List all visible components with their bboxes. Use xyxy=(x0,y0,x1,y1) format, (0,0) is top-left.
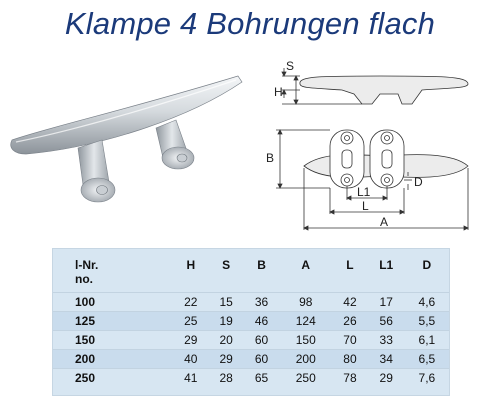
table-cell: 29 xyxy=(208,349,244,369)
table-cell: 60 xyxy=(243,330,280,350)
table-cell: 26 xyxy=(332,311,368,331)
table-cell: 56 xyxy=(367,311,405,331)
table-cell: 19 xyxy=(208,311,244,331)
header-d: D xyxy=(422,258,432,272)
table-cell: 33 xyxy=(367,330,405,350)
row-article-number: 200 xyxy=(53,349,174,369)
table-cell: 80 xyxy=(332,349,368,369)
row-article-number: 100 xyxy=(53,292,174,312)
table-cell: 15 xyxy=(208,292,244,312)
header-article-number: l-Nr. no. xyxy=(75,258,99,286)
table-cell: 42 xyxy=(332,292,368,312)
row-article-number: 150 xyxy=(53,330,174,350)
header-l1: L1 xyxy=(379,258,394,272)
header-h: H xyxy=(186,258,196,272)
header-b: B xyxy=(257,258,266,272)
cleat-product-image xyxy=(10,75,243,203)
dim-label-h: H xyxy=(274,85,283,99)
table-cell: 150 xyxy=(279,330,333,350)
table-cell: 29 xyxy=(367,368,405,387)
table-row: 250 41 28 65 250 78 29 7,6 xyxy=(53,368,449,387)
table-cell: 6,1 xyxy=(404,330,449,350)
table-row: 200 40 29 60 200 80 34 6,5 xyxy=(53,349,449,369)
table-row: 100 22 15 36 98 42 17 4,6 xyxy=(53,292,449,312)
header-s: S xyxy=(222,258,231,272)
table-cell: 28 xyxy=(208,368,244,387)
table-cell: 36 xyxy=(243,292,280,312)
table-cell: 5,5 xyxy=(404,311,449,331)
spec-table: l-Nr. no. H S B A L L1 D 100 22 15 36 98… xyxy=(53,249,449,387)
spec-table-panel: l-Nr. no. H S B A L L1 D 100 22 15 36 98… xyxy=(52,248,450,396)
technical-drawing: S H B L1 L A D xyxy=(266,59,469,231)
dim-label-s: S xyxy=(286,59,294,73)
table-header-row: l-Nr. no. H S B A L L1 D xyxy=(53,249,449,293)
table-cell: 6,5 xyxy=(404,349,449,369)
table-cell: 78 xyxy=(332,368,368,387)
table-cell: 250 xyxy=(279,368,333,387)
table-cell: 25 xyxy=(173,311,209,331)
table-cell: 60 xyxy=(243,349,280,369)
table-cell: 98 xyxy=(279,292,333,312)
table-cell: 40 xyxy=(173,349,209,369)
dim-label-a: A xyxy=(380,215,388,229)
dim-label-d: D xyxy=(414,175,423,189)
table-cell: 17 xyxy=(367,292,405,312)
table-cell: 65 xyxy=(243,368,280,387)
dim-label-b: B xyxy=(266,151,274,165)
table-cell: 46 xyxy=(243,311,280,331)
table-cell: 200 xyxy=(279,349,333,369)
row-article-number: 125 xyxy=(53,311,174,331)
table-cell: 7,6 xyxy=(404,368,449,387)
table-cell: 41 xyxy=(173,368,209,387)
table-cell: 22 xyxy=(173,292,209,312)
table-cell: 124 xyxy=(279,311,333,331)
row-article-number: 250 xyxy=(53,368,174,387)
dim-label-l: L xyxy=(362,199,369,213)
table-cell: 34 xyxy=(367,349,405,369)
page-title: Klampe 4 Bohrungen flach xyxy=(64,6,436,41)
table-cell: 70 xyxy=(332,330,368,350)
dim-label-l1: L1 xyxy=(357,185,371,199)
table-cell: 20 xyxy=(208,330,244,350)
header-a: A xyxy=(301,258,311,272)
table-row: 150 29 20 60 150 70 33 6,1 xyxy=(53,330,449,350)
table-cell: 4,6 xyxy=(404,292,449,312)
table-cell: 29 xyxy=(173,330,209,350)
header-l: L xyxy=(346,258,354,272)
table-row: 125 25 19 46 124 26 56 5,5 xyxy=(53,311,449,331)
